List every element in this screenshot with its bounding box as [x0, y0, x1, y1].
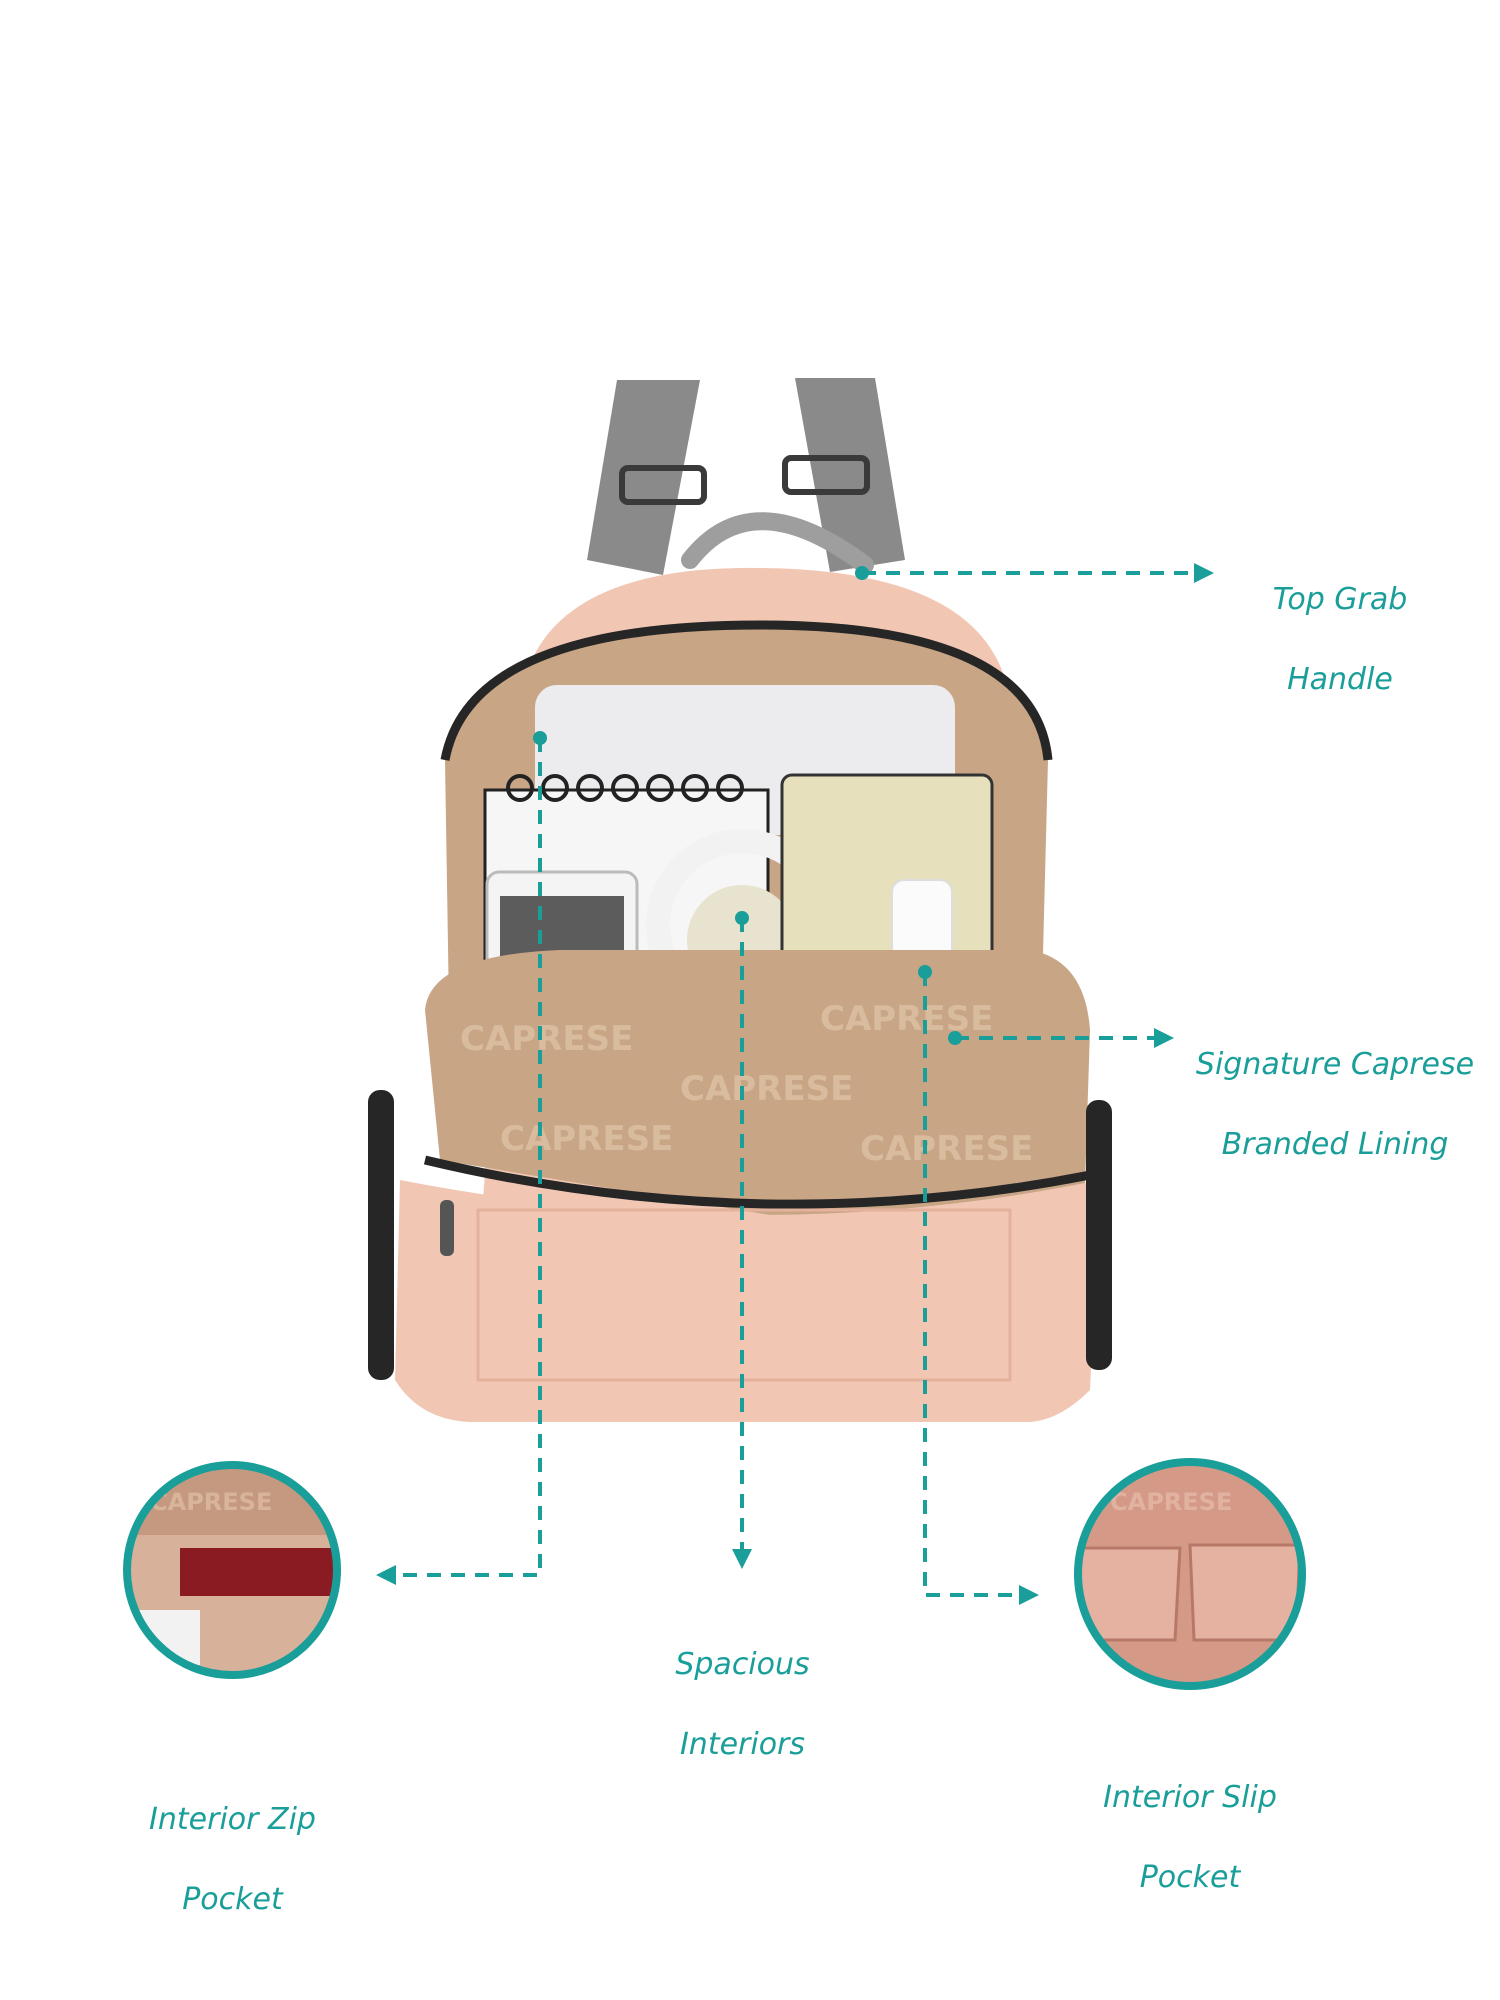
wallet	[780, 773, 994, 977]
lining-text-5: CAPRESE	[860, 1129, 1033, 1169]
svg-text:CAPRESE: CAPRESE	[1110, 1488, 1232, 1516]
top-grab-handle	[681, 512, 874, 574]
callout-line: Interior Slip	[1103, 1780, 1277, 1815]
interior-slip-pocket-inset: CAPRESE	[1074, 1458, 1306, 1690]
callout-line: Signature Caprese	[1195, 1047, 1475, 1082]
interior-zip-pocket-inset: CAPRESE	[123, 1461, 341, 1679]
left-strap-buckle	[619, 465, 707, 505]
zipper-pull	[440, 1200, 454, 1256]
leader-lines	[376, 563, 1214, 1605]
callout-line: Top Grab	[1272, 582, 1408, 617]
callout-spacious-interiors: Spacious Interiors	[630, 1605, 855, 1805]
svg-text:CAPRESE: CAPRESE	[150, 1488, 272, 1516]
left-side-zipper	[368, 1090, 394, 1380]
shoulder-straps	[587, 378, 905, 575]
callout-top-grab-handle: Top Grab Handle	[1225, 540, 1455, 740]
leader-interior-zip-pocket	[376, 738, 542, 1585]
passport	[180, 1548, 337, 1596]
callout-line: Spacious	[675, 1647, 810, 1682]
callout-line: Pocket	[1139, 1860, 1241, 1895]
right-side-zipper	[1086, 1100, 1112, 1370]
card	[127, 1610, 200, 1665]
leader-origin-dots	[533, 566, 962, 1045]
lining-text-4: CAPRESE	[820, 999, 993, 1039]
callout-branded-lining: Signature Caprese Branded Lining	[1190, 1005, 1480, 1205]
lining-text-2: CAPRESE	[680, 1069, 853, 1109]
callout-line: Branded Lining	[1221, 1127, 1449, 1162]
callout-line: Handle	[1287, 662, 1393, 697]
front-pocket-outline	[476, 1208, 1012, 1382]
front-zipper	[423, 1155, 1091, 1209]
left-strap	[587, 380, 700, 575]
right-strap-buckle	[782, 455, 870, 495]
main-zipper	[440, 620, 1053, 761]
lining-pattern: CAPRESE CAPRESE CAPRESE CAPRESE CAPRESE	[460, 999, 1033, 1169]
callout-line: Interiors	[679, 1727, 806, 1762]
bag-lower-body	[395, 1180, 1100, 1422]
callout-line: Interior Zip	[149, 1802, 316, 1837]
callout-interior-zip-pocket: Interior Zip Pocket	[120, 1760, 345, 1960]
leader-interior-slip-pocket	[923, 972, 1039, 1605]
lining-text-1: CAPRESE	[460, 1019, 633, 1059]
right-strap	[795, 378, 905, 572]
callout-line: Pocket	[182, 1882, 283, 1917]
lining-text-3: CAPRESE	[500, 1119, 673, 1159]
notebook-spiral	[506, 774, 744, 802]
callout-interior-slip-pocket: Interior Slip Pocket	[1070, 1738, 1310, 1938]
